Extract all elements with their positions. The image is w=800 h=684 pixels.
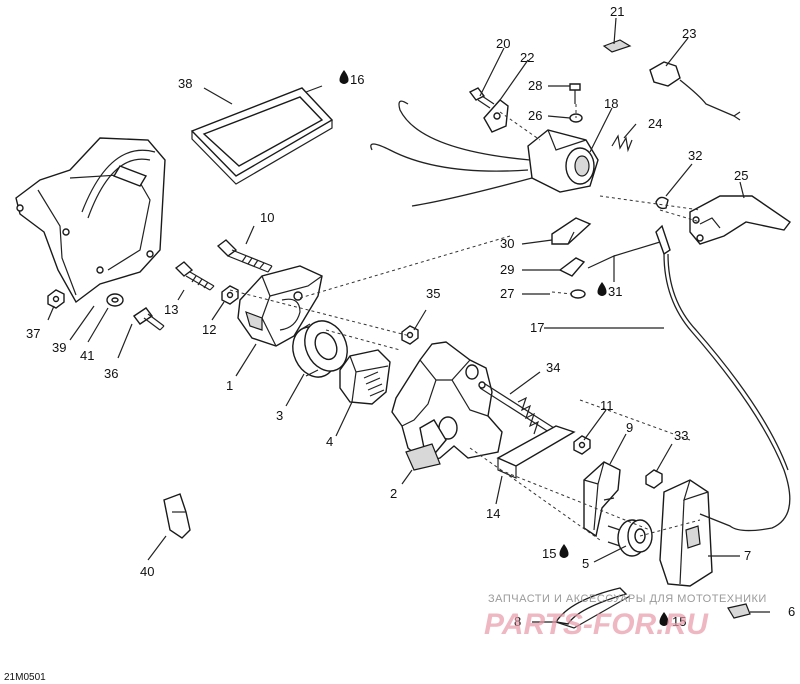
part-21-clip <box>602 39 632 53</box>
callout-22: 22 <box>520 50 534 65</box>
callout-2: 2 <box>390 486 397 501</box>
callout-29: 29 <box>500 262 514 277</box>
callout-31: 31 <box>608 284 622 299</box>
part-20-screw <box>468 87 495 109</box>
callout-1: 1 <box>226 378 233 393</box>
watermark: ЗАПЧАСТИ И АКСЕССУАРЫ ДЛЯ МОТОТЕХНИКИ PA… <box>484 593 767 641</box>
callout-labels: 38 16 10 13 12 1 3 4 2 37 39 41 36 35 34… <box>26 4 795 629</box>
callout-38: 38 <box>178 76 192 91</box>
callout-28: 28 <box>528 78 542 93</box>
part-30-pin <box>551 217 592 245</box>
callout-20: 20 <box>496 36 510 51</box>
part-38-gasket-frame <box>190 87 334 185</box>
callout-32: 32 <box>688 148 702 163</box>
part-28-screw <box>569 83 581 104</box>
part-23-sensor <box>649 61 741 121</box>
drawing-code: 21M0501 <box>4 672 46 683</box>
part-32-clip <box>655 196 669 210</box>
callout-3: 3 <box>276 408 283 423</box>
drop-icon <box>339 70 349 84</box>
part-39-mounting-bracket <box>15 137 166 304</box>
callout-35: 35 <box>426 286 440 301</box>
callout-6: 6 <box>788 604 795 619</box>
part-13-bolt <box>174 261 215 291</box>
part-6-clip <box>727 603 751 619</box>
part-7-plate <box>659 479 713 587</box>
watermark-logo: PARTS-FOR.RU <box>484 608 709 641</box>
callout-5: 5 <box>582 556 589 571</box>
leader-lines <box>47 17 770 623</box>
part-41-washer <box>106 293 124 307</box>
part-11-nut <box>573 435 591 455</box>
part-14-bracket <box>496 425 576 479</box>
part-40-clip <box>163 493 191 539</box>
callout-16: 16 <box>350 72 364 87</box>
callout-26: 26 <box>528 108 542 123</box>
callout-7: 7 <box>744 548 751 563</box>
part-33-nut <box>645 469 663 489</box>
part-2-shifter-plate <box>391 341 503 471</box>
callout-15a: 15 <box>542 546 556 561</box>
part-24-spring <box>611 134 633 153</box>
part-18-switch-housing <box>527 129 599 193</box>
callout-11: 11 <box>600 398 614 413</box>
callout-36: 36 <box>104 366 118 381</box>
callout-34: 34 <box>546 360 560 375</box>
watermark-tagline: ЗАПЧАСТИ И АКСЕССУАРЫ ДЛЯ МОТОТЕХНИКИ <box>488 593 767 605</box>
wire-harness <box>370 100 533 207</box>
callout-17: 17 <box>530 320 544 335</box>
callout-37: 37 <box>26 326 40 341</box>
callout-41: 41 <box>80 348 94 363</box>
callout-13: 13 <box>164 302 178 317</box>
callout-9: 9 <box>626 420 633 435</box>
callout-15b: 15 <box>672 614 686 629</box>
assembly-dashed-lines <box>229 104 701 541</box>
part-29-bracket <box>558 257 586 277</box>
part-10-bolt <box>216 239 273 273</box>
callout-12: 12 <box>202 322 216 337</box>
callout-4: 4 <box>326 434 333 449</box>
callout-18: 18 <box>604 96 618 111</box>
callout-23: 23 <box>682 26 696 41</box>
callout-21: 21 <box>610 4 624 19</box>
drop-icon <box>659 612 669 626</box>
part-22-gasket <box>483 99 509 133</box>
callout-30: 30 <box>500 236 514 251</box>
part-5-pulley <box>607 519 653 557</box>
part-9-lever <box>583 461 621 538</box>
part-37-nut <box>47 289 65 309</box>
part-35-nut <box>401 325 419 345</box>
callout-33: 33 <box>674 428 688 443</box>
part-12-nut <box>221 285 239 305</box>
part-25-lever <box>689 195 791 245</box>
lubricant-drop-icons <box>339 70 669 626</box>
part-8-clip <box>554 587 631 629</box>
callout-40: 40 <box>140 564 154 579</box>
part-34-spring-rod <box>478 381 555 435</box>
drop-icon <box>559 544 569 558</box>
part-36-bolt <box>132 307 165 331</box>
callout-24: 24 <box>648 116 662 131</box>
callout-14: 14 <box>486 506 500 521</box>
callout-39: 39 <box>52 340 66 355</box>
callout-8: 8 <box>514 614 521 629</box>
part-3-bushing <box>292 320 348 378</box>
part-4-spring-block <box>339 349 391 405</box>
part-17-cable <box>655 224 791 532</box>
callout-10: 10 <box>260 210 274 225</box>
callout-27: 27 <box>500 286 514 301</box>
part-27-washer <box>570 289 586 299</box>
callout-25: 25 <box>734 168 748 183</box>
drop-icon <box>597 282 607 296</box>
